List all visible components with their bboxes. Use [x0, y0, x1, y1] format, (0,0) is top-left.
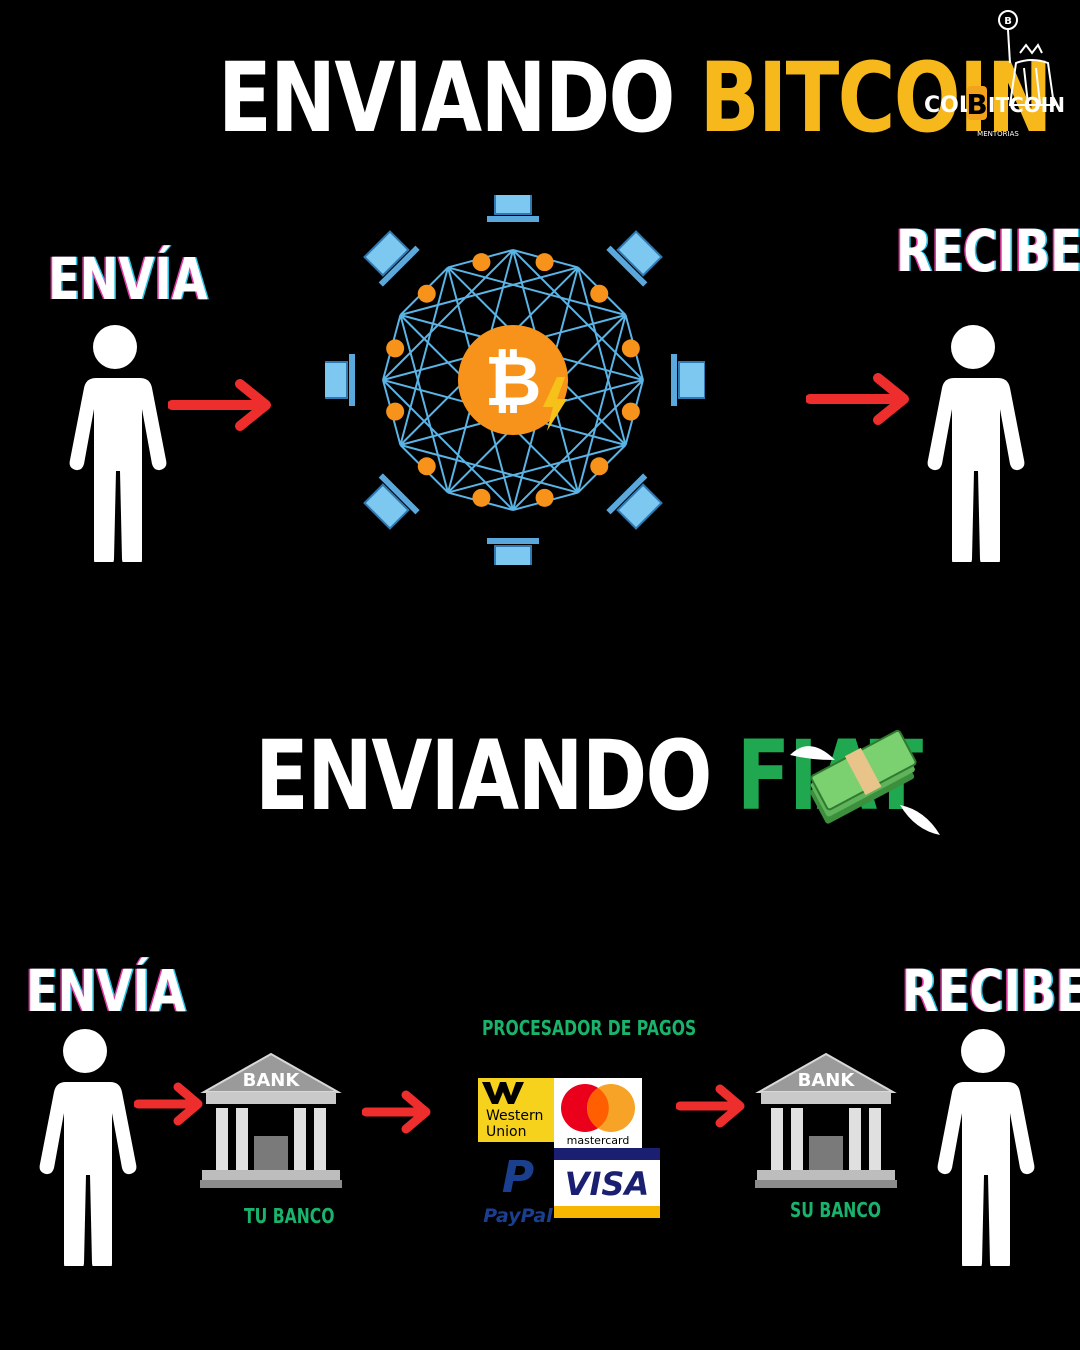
network-link [399, 267, 449, 446]
sender-bank-icon: BANK [200, 1052, 342, 1190]
network-node [386, 402, 405, 421]
sender-bank-caption: TU BANCO [244, 1204, 335, 1228]
wing-right [900, 805, 940, 835]
network-link [447, 444, 626, 494]
fiat-arrow-3-icon [676, 1084, 746, 1128]
fiat-title-word-enviando: ENVIANDO [255, 720, 712, 832]
bitcoin-arrow-send-icon [168, 378, 274, 432]
network-svg: ₿ [325, 195, 705, 565]
network-node [386, 339, 405, 358]
network-node [590, 284, 609, 303]
wu-line1: Western [486, 1108, 543, 1124]
coin-symbol: ₿ [484, 340, 541, 422]
network-node [472, 488, 491, 507]
sender-bank-sign: BANK [243, 1070, 301, 1091]
svg-text:B: B [966, 88, 987, 121]
network-node [621, 339, 640, 358]
laptop-icon [363, 473, 420, 530]
network-node [535, 253, 554, 272]
fiat-receiver-label: RECIBE [902, 957, 1080, 1025]
network-node [417, 284, 436, 303]
wing-left [790, 746, 835, 760]
laptop-icon [363, 230, 420, 287]
paypal-logo: P PayPal [478, 1146, 558, 1226]
network-link [400, 444, 579, 494]
western-union-logo: Western Union [478, 1078, 556, 1142]
fiat-sender-person-icon [32, 1026, 138, 1266]
logo-part2: ITCOIN [988, 93, 1065, 117]
paypal-text: PayPal [483, 1205, 553, 1226]
fiat-receiver-person-icon [930, 1026, 1036, 1266]
bitcoin-coin-icon: ₿ [458, 325, 568, 435]
lightning-icon [543, 377, 567, 431]
processor-title: PROCESADOR DE PAGOS [482, 1016, 697, 1040]
bitcoin-sender-person-icon [62, 322, 168, 562]
laptop-icon [487, 538, 539, 565]
mastercard-logo: mastercard [554, 1078, 642, 1150]
network-node [472, 253, 491, 272]
laptop-icon [606, 230, 663, 287]
fiat-sender-label: ENVÍA [26, 957, 186, 1025]
flying-money-icon [780, 725, 945, 835]
wu-line2: Union [486, 1124, 526, 1140]
logo-sub: MENTORIAS [977, 130, 1019, 138]
logo-badge: B [1004, 16, 1012, 27]
colbitcoin-logo: B COL B ITCOIN MENTORIAS [920, 8, 1070, 143]
network-link [399, 314, 449, 493]
fiat-arrow-1-icon [134, 1082, 204, 1126]
mastercard-text: mastercard [567, 1134, 630, 1147]
bitcoin-network-diagram: ₿ [325, 195, 705, 565]
fiat-arrow-2-icon [362, 1090, 432, 1134]
network-link [512, 249, 644, 381]
network-link [382, 249, 514, 381]
bitcoin-receiver-person-icon [920, 322, 1026, 562]
network-link [577, 314, 627, 493]
laptop-icon [487, 195, 539, 222]
network-node [590, 457, 609, 476]
visa-text: VISA [565, 1165, 649, 1203]
visa-logo: VISA [554, 1148, 660, 1218]
title-word-bitcoin: BITCOIN [699, 42, 1053, 154]
bitcoin-receiver-label: RECIBE [896, 217, 1080, 285]
laptop-icon [671, 354, 705, 406]
receiver-bank-sign: BANK [798, 1070, 856, 1091]
receiver-bank-icon: BANK [755, 1052, 897, 1190]
network-node [621, 402, 640, 421]
logo-b-icon: B [966, 86, 988, 121]
network-link [447, 266, 626, 316]
network-link [400, 266, 579, 316]
receiver-bank-caption: SU BANCO [790, 1198, 882, 1222]
network-link [577, 267, 627, 446]
western-union-w-icon [482, 1082, 524, 1104]
statue-of-liberty-icon [998, 10, 1056, 106]
laptop-icon [606, 473, 663, 530]
laptop-icon [325, 354, 355, 406]
paypal-p: P [502, 1152, 534, 1203]
logo-part1: COL [924, 93, 973, 118]
network-link [512, 379, 644, 511]
network-node [417, 457, 436, 476]
bitcoin-sender-label: ENVÍA [48, 245, 208, 313]
network-link [382, 379, 514, 511]
bitcoin-title: ENVIANDO BITCOIN [218, 50, 1053, 146]
bitcoin-arrow-receive-icon [806, 372, 912, 426]
network-node [535, 488, 554, 507]
title-word-enviando: ENVIANDO [218, 42, 675, 154]
